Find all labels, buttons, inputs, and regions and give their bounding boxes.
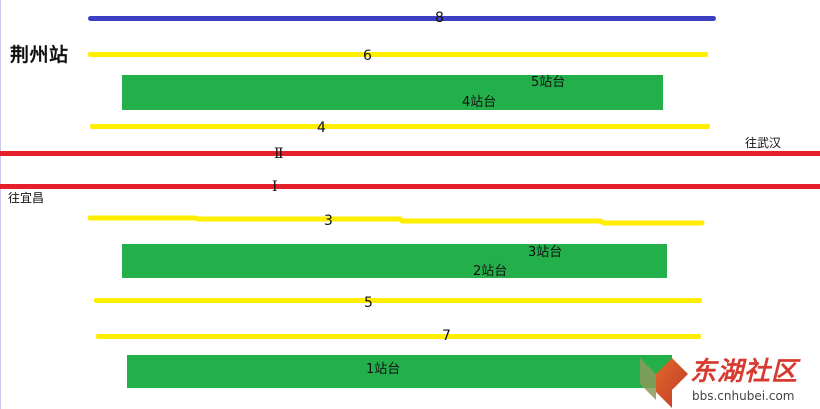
platform-middle — [122, 244, 667, 278]
platform-5-label: 5站台 — [531, 75, 566, 90]
platform-4-label: 4站台 — [462, 95, 497, 110]
track-7-label: 7 — [442, 328, 451, 344]
watermark-name: 东湖社区 — [690, 357, 799, 387]
track-3-stroke — [87, 215, 705, 226]
track-5-line — [94, 298, 702, 303]
watermark-url: bbs.cnhubei.com — [692, 389, 795, 403]
mainline-I-label: Ⅰ — [272, 179, 278, 195]
watermark-logo-icon — [640, 358, 688, 408]
direction-yichang-label: 往宜昌 — [8, 191, 45, 205]
platform-lower — [127, 355, 672, 388]
track-3-line — [87, 215, 705, 226]
mainline-I — [0, 184, 820, 189]
mainline-II-label: Ⅱ — [274, 146, 284, 162]
platform-2-label: 2站台 — [473, 264, 508, 279]
track-6-line — [88, 52, 708, 57]
track-3-label: 3 — [324, 213, 333, 229]
left-border — [0, 0, 1, 409]
platform-upper — [122, 75, 663, 110]
track-6-label: 6 — [363, 48, 372, 64]
direction-wuhan-label: 往武汉 — [745, 136, 782, 150]
track-5-label: 5 — [364, 295, 373, 311]
mainline-II — [0, 151, 820, 156]
station-title: 荆州站 — [10, 44, 69, 66]
track-4-line — [90, 124, 710, 129]
platform-3-label: 3站台 — [528, 245, 563, 260]
track-8-line — [88, 16, 716, 21]
track-7-line — [96, 334, 701, 339]
track-8-label: 8 — [435, 10, 444, 26]
platform-1-label: 1站台 — [366, 362, 401, 377]
track-4-label: 4 — [317, 120, 326, 136]
